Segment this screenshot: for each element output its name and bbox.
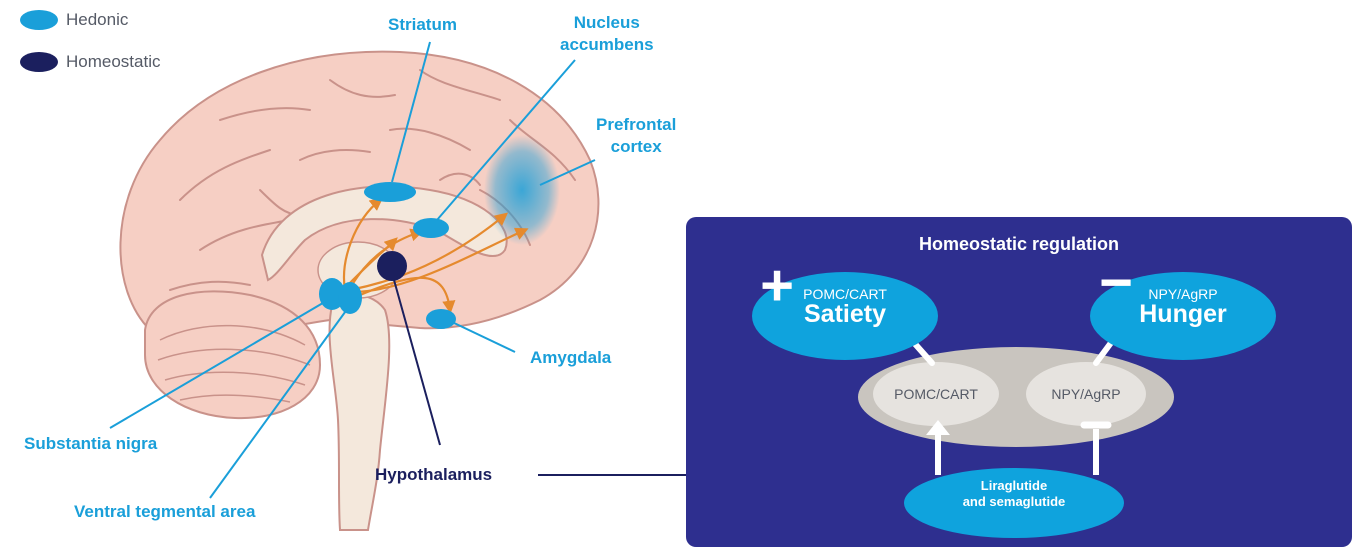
label-nucleus-accumbens-line1: Nucleus	[560, 12, 654, 34]
legend-homeostatic-swatch	[20, 52, 58, 72]
ventral-tegmental-region	[338, 282, 362, 314]
minus-sign: −	[1088, 263, 1144, 313]
brainstem	[330, 293, 390, 530]
striatum-region	[364, 182, 416, 202]
legend-homeostatic: Homeostatic	[20, 52, 160, 72]
label-amygdala: Amygdala	[530, 347, 611, 369]
amygdala-region	[426, 309, 456, 329]
label-nucleus-accumbens: Nucleus accumbens	[560, 12, 654, 56]
label-nucleus-accumbens-line2: accumbens	[560, 34, 654, 56]
hypothalamus-region	[377, 251, 407, 281]
label-prefrontal-cortex: Prefrontal cortex	[596, 114, 676, 158]
plus-sign: +	[752, 263, 802, 313]
legend-homeostatic-label: Homeostatic	[66, 52, 160, 72]
label-striatum: Striatum	[388, 14, 457, 36]
legend-hedonic: Hedonic	[20, 10, 128, 30]
npy-agrp-inner-label: NPY/AgRP	[1026, 386, 1146, 402]
label-ventral-tegmental-area: Ventral tegmental area	[74, 501, 255, 523]
drug-label-line2: and semaglutide	[904, 494, 1124, 510]
legend-hedonic-swatch	[20, 10, 58, 30]
nucleus-accumbens-region	[413, 218, 449, 238]
label-prefrontal-cortex-line2: cortex	[596, 136, 676, 158]
label-prefrontal-cortex-line1: Prefrontal	[596, 114, 676, 136]
label-substantia-nigra: Substantia nigra	[24, 433, 157, 455]
drug-label-line1: Liraglutide	[904, 478, 1124, 494]
brain-illustration	[0, 0, 700, 540]
drug-label: Liraglutide and semaglutide	[904, 478, 1124, 510]
label-hypothalamus: Hypothalamus	[375, 464, 492, 486]
pomc-cart-inner-label: POMC/CART	[873, 386, 999, 402]
legend-hedonic-label: Hedonic	[66, 10, 128, 30]
homeostatic-regulation-panel: Homeostatic regulation POMC/CART Satiety	[686, 217, 1352, 547]
